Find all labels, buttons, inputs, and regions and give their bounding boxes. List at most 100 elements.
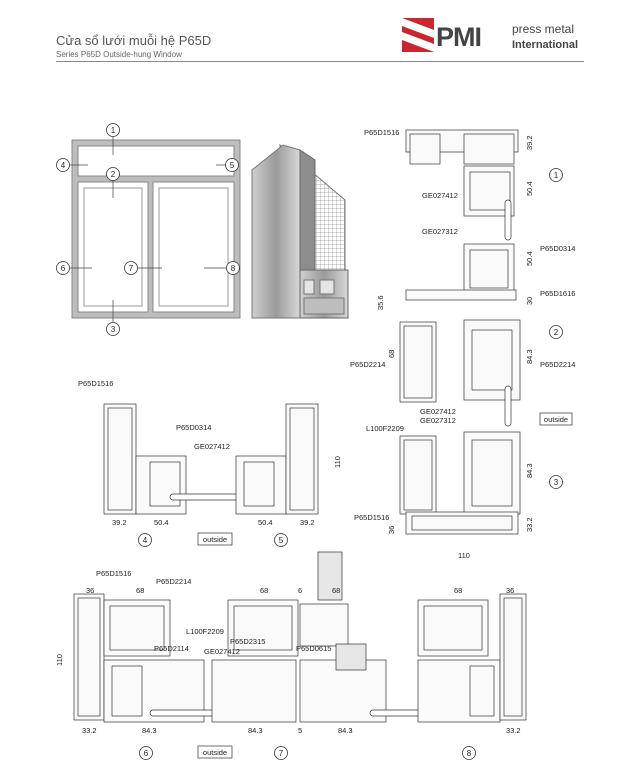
- hs-dim-68-d: 68: [454, 586, 462, 595]
- s45-label-p65d1516: P65D1516: [78, 379, 113, 388]
- vs-dim-68: 68: [387, 350, 396, 358]
- s45-label-ge027412: GE027412: [194, 442, 230, 451]
- vs-label-p65d1516-bottom: P65D1516: [354, 513, 389, 522]
- marker-circle-6: [56, 261, 70, 275]
- vs-dim-35-6: 35.6: [376, 295, 385, 310]
- hs-dim-36-left: 36: [86, 586, 94, 595]
- profile-3d-illustration: [251, 143, 349, 319]
- vs-marker-3: 3: [554, 478, 559, 487]
- vs-marker-1: 1: [554, 171, 559, 180]
- hs-label-ge027412: GE027412: [204, 647, 240, 656]
- vs-marker-2: 2: [554, 328, 559, 337]
- hs-marker-circle-8: [462, 746, 476, 760]
- s45-dim-39-2-left: 39.2: [112, 518, 127, 527]
- s45-marker-circle-5: [274, 533, 288, 547]
- hs-label-l100f2209: L100F2209: [186, 627, 224, 636]
- s45-dim-110: 110: [333, 456, 342, 468]
- marker-6: 6: [61, 264, 66, 273]
- logo-international: International: [512, 39, 579, 51]
- s45-label-p65d0314: P65D0314: [176, 423, 211, 432]
- pmi-logo-icon: [402, 18, 434, 52]
- hs-dim-33-2-left: 33.2: [82, 726, 97, 735]
- marker-2: 2: [111, 170, 116, 179]
- vs-label-ge027312-mid: GE027312: [420, 416, 456, 425]
- s45-marker-circle-4: [138, 533, 152, 547]
- vs-label-ge027412-mid: GE027412: [420, 407, 456, 416]
- marker-circle-2: [106, 167, 120, 181]
- hs-dim-84-3-c: 84.3: [338, 726, 353, 735]
- hs-marker-6: 6: [144, 749, 149, 758]
- hs-dim-36-right: 36: [506, 586, 514, 595]
- hs-dim-6: 6: [298, 586, 302, 595]
- vs-label-p65d1616: P65D1616: [540, 289, 575, 298]
- vs-dim-39-2: 39.2: [525, 135, 534, 150]
- vs-outside-label: outside: [544, 415, 568, 424]
- marker-8: 8: [231, 264, 236, 273]
- marker-7: 7: [129, 264, 134, 273]
- vs-outside-box: [539, 412, 573, 426]
- hs-dim-84-3-b: 84.3: [248, 726, 263, 735]
- page-title: Cửa sổ lưới muỗi hệ P65D: [56, 33, 212, 48]
- s45-dim-50-4-right: 50.4: [258, 518, 273, 527]
- marker-circle-5: [225, 158, 239, 172]
- window-elevation: [70, 137, 241, 322]
- hs-marker-circle-7: [274, 746, 288, 760]
- vs-label-ge027312-top: GE027312: [422, 227, 458, 236]
- vs-dim-33-2: 33.2: [525, 517, 534, 532]
- s45-dim-39-2-right: 39.2: [300, 518, 315, 527]
- vs-dim-84-3-top: 84.3: [525, 349, 534, 364]
- hs-marker-7: 7: [279, 749, 284, 758]
- logo-wordmark: PMI: [436, 22, 482, 52]
- marker-4: 4: [61, 161, 66, 170]
- vs-dim-30: 30: [525, 297, 534, 305]
- horizontal-section-drawing: [73, 551, 527, 723]
- vs-label-p65d2214-left: P65D2214: [350, 360, 385, 369]
- vs-label-l100f2209: L100F2209: [366, 424, 404, 433]
- hs-dim-5: 5: [298, 726, 302, 735]
- hs-label-p65d2114: P65D2114: [154, 644, 189, 653]
- hs-label-p65d2214: P65D2214: [156, 577, 191, 586]
- marker-circle-3: [106, 322, 120, 336]
- hs-outside-label: outside: [203, 748, 227, 757]
- hs-dim-68-b: 68: [260, 586, 268, 595]
- vs-marker-circle-3: [549, 475, 563, 489]
- section-45-drawing: [103, 403, 319, 515]
- s45-dim-50-4-left: 50.4: [154, 518, 169, 527]
- vs-label-p65d2214-right: P65D2214: [540, 360, 575, 369]
- vs-label-p65d1516-top: P65D1516: [364, 128, 399, 137]
- vs-dim-84-3-bottom: 84.3: [525, 463, 534, 478]
- hs-label-p65d0615: P65D0615: [296, 644, 331, 653]
- hs-dim-68-c: 68: [332, 586, 340, 595]
- marker-circle-1: [106, 123, 120, 137]
- vertical-section-drawing: [399, 129, 521, 535]
- marker-circle-4: [56, 158, 70, 172]
- hs-marker-circle-6: [139, 746, 153, 760]
- marker-circle-7: [124, 261, 138, 275]
- s45-marker-5: 5: [279, 536, 284, 545]
- hs-dim-68-a: 68: [136, 586, 144, 595]
- vs-dim-50-4-top: 50.4: [525, 181, 534, 196]
- hs-dim-33-2-right: 33.2: [506, 726, 521, 735]
- s45-marker-4: 4: [143, 536, 148, 545]
- hs-label-p65d1516: P65D1516: [96, 569, 131, 578]
- s45-outside-label: outside: [203, 535, 227, 544]
- header-divider: [56, 61, 584, 62]
- marker-5: 5: [230, 161, 235, 170]
- s45-outside-box: [197, 532, 233, 546]
- vs-dim-36: 36: [387, 526, 396, 534]
- vs-label-ge027412-top: GE027412: [422, 191, 458, 200]
- marker-3: 3: [111, 325, 116, 334]
- page-subtitle: Series P65D Outside-hung Window: [56, 50, 182, 59]
- logo-press-metal: press metal: [512, 22, 575, 36]
- hs-label-p65d2315: P65D2315: [230, 637, 265, 646]
- vs-label-p65d0314: P65D0314: [540, 244, 575, 253]
- hs-dim-84-3-a: 84.3: [142, 726, 157, 735]
- hs-dim-110: 110: [55, 654, 64, 666]
- vs-marker-circle-2: [549, 325, 563, 339]
- hs-marker-8: 8: [467, 749, 472, 758]
- marker-1: 1: [111, 126, 116, 135]
- vs-dim-50-4-mid: 50.4: [525, 251, 534, 266]
- hs-outside-box: [197, 745, 233, 759]
- vs-marker-circle-1: [549, 168, 563, 182]
